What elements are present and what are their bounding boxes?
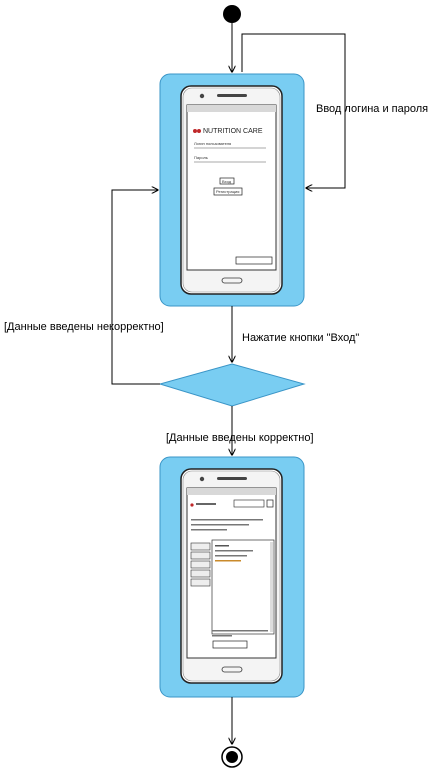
flow-self-loop — [241, 33, 346, 188]
cherry-icon-main — [190, 503, 194, 507]
final-node-inner — [226, 751, 238, 763]
label-incorrect: [Данные введены некорректно] — [4, 321, 164, 333]
flow-incorrect — [111, 190, 160, 385]
side-tab-5[interactable] — [190, 578, 211, 587]
scrollbar[interactable] — [270, 542, 273, 632]
header-button[interactable] — [233, 499, 265, 508]
footer-line-2 — [212, 635, 232, 637]
login-button[interactable] — [219, 177, 235, 185]
login-button-label: Вход — [222, 179, 232, 184]
label-press-login: Нажатие кнопки "Вход" — [242, 332, 359, 344]
decision-node — [158, 363, 306, 407]
cherry-icon — [193, 129, 197, 133]
content-panel — [211, 539, 275, 635]
calendar-icon[interactable] — [266, 499, 274, 508]
side-tab-3[interactable] — [190, 560, 211, 569]
app-title: NUTRITION CARE — [203, 128, 263, 135]
summary-line-2 — [191, 524, 249, 526]
content-line-2 — [215, 550, 253, 552]
side-tab-1[interactable] — [190, 542, 211, 551]
summary-line-3 — [191, 529, 227, 531]
content-line-3 — [215, 555, 247, 557]
content-line-1 — [215, 545, 229, 547]
login-screen-content: NUTRITION CARE Логин пользователя Пароль… — [193, 128, 273, 265]
summary-line-1 — [191, 519, 263, 521]
initial-node — [223, 5, 241, 23]
side-tab-2[interactable] — [190, 551, 211, 560]
label-login-input: Ввод логина и пароля — [316, 103, 428, 115]
footer-button[interactable] — [212, 640, 248, 649]
login-field-hint: Логин пользователя — [194, 141, 231, 146]
bottom-button[interactable] — [235, 256, 273, 265]
side-tab-4[interactable] — [190, 569, 211, 578]
password-field-hint: Пароль — [194, 155, 208, 160]
register-button[interactable] — [213, 187, 243, 196]
header-line — [196, 503, 216, 505]
content-line-4 — [215, 560, 241, 562]
register-button-label: Регистрация — [216, 189, 239, 194]
main-screen-content — [190, 499, 275, 649]
footer-line-1 — [212, 630, 268, 632]
cherry-icon-2 — [197, 129, 201, 133]
label-correct: [Данные введены корректно] — [166, 432, 314, 444]
